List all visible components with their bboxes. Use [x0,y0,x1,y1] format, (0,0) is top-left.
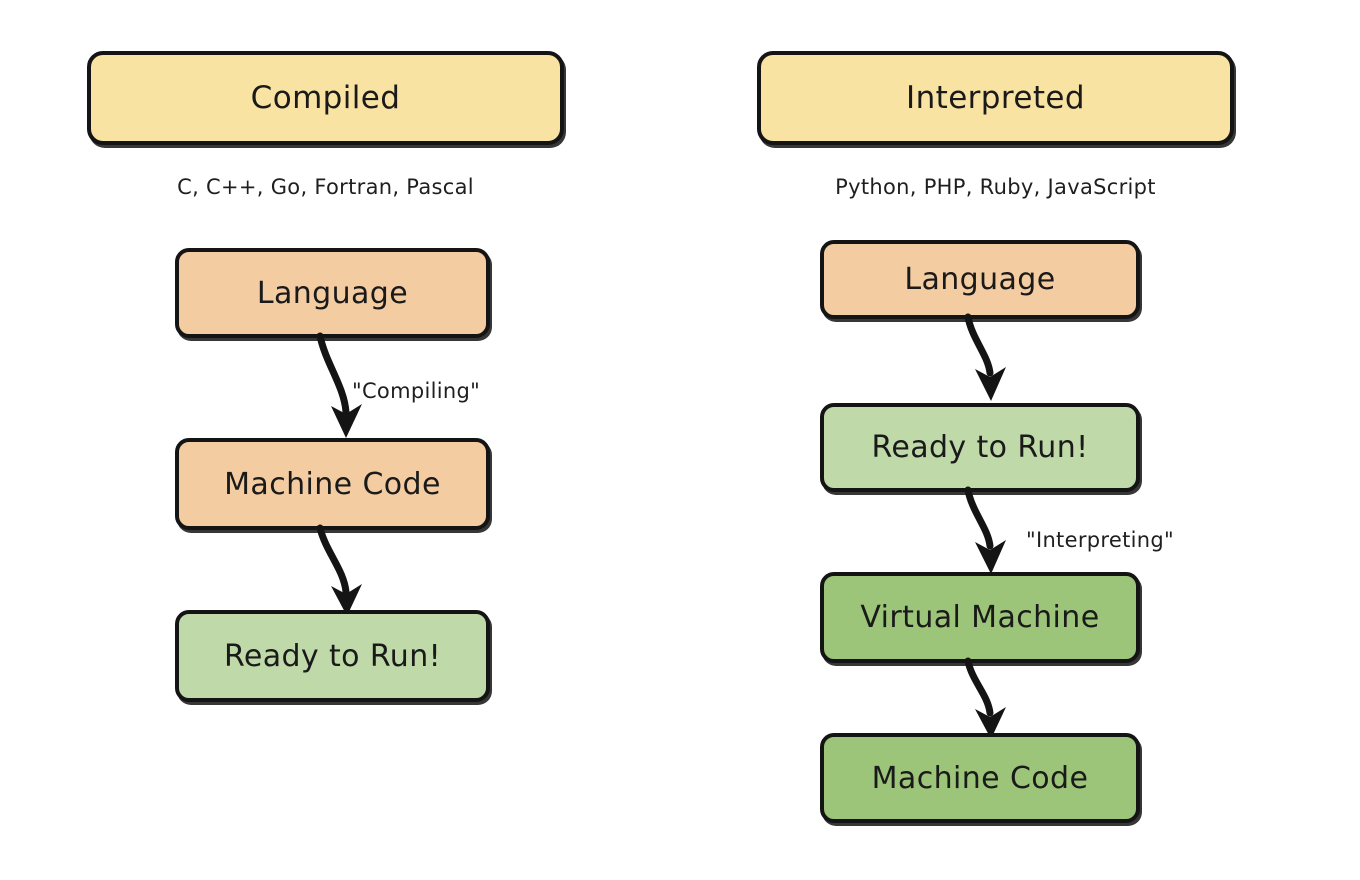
edge-label-compiling: "Compiling" [352,379,481,403]
arrow-head [975,367,1006,401]
column-caption-interpreted: Python, PHP, Ruby, JavaScript [835,175,1156,199]
step-box-compiled-ready-to-run: Ready to Run! [175,610,490,702]
step-box-interpreted-virtual-machine: Virtual Machine [820,572,1140,663]
column-header-interpreted: Interpreted [757,51,1234,145]
arrow-line [964,657,994,717]
step-label-interpreted-ready-to-run: Ready to Run! [871,430,1089,465]
arrow-line [316,524,350,596]
step-box-compiled-language: Language [175,248,490,338]
step-box-interpreted-machine-code: Machine Code [820,733,1140,823]
step-box-compiled-machine-code: Machine Code [175,438,490,530]
column-header-compiled: Compiled [87,51,564,145]
column-header-compiled-label: Compiled [250,80,401,116]
arrow-head [331,404,362,438]
arrow-compiled-machine-code-to-ready [316,524,362,616]
column-caption-compiled: C, C++, Go, Fortran, Pascal [177,175,474,199]
edge-label-interpreting: "Interpreting" [1026,528,1174,552]
arrow-interpreted-virtual-machine-to-machine-code [964,657,1006,739]
arrow-compiled-language-to-machine-code [316,332,362,438]
step-label-interpreted-language: Language [904,262,1056,297]
step-label-compiled-ready-to-run: Ready to Run! [223,638,442,674]
arrow-head [975,707,1006,739]
column-header-interpreted-label: Interpreted [906,80,1085,116]
step-box-interpreted-ready-to-run: Ready to Run! [820,403,1140,492]
arrow-interpreted-ready-to-virtual-machine [964,486,1006,574]
arrow-line [316,332,350,416]
step-label-compiled-machine-code: Machine Code [224,466,441,502]
arrow-line [964,313,994,377]
arrow-line [964,486,994,550]
step-label-compiled-language: Language [256,275,409,311]
arrow-head [331,584,362,616]
arrow-head [975,540,1006,574]
step-label-interpreted-machine-code: Machine Code [871,760,1089,796]
step-box-interpreted-language: Language [820,240,1140,319]
step-label-interpreted-virtual-machine: Virtual Machine [860,600,1100,635]
arrow-interpreted-language-to-ready [964,313,1006,401]
